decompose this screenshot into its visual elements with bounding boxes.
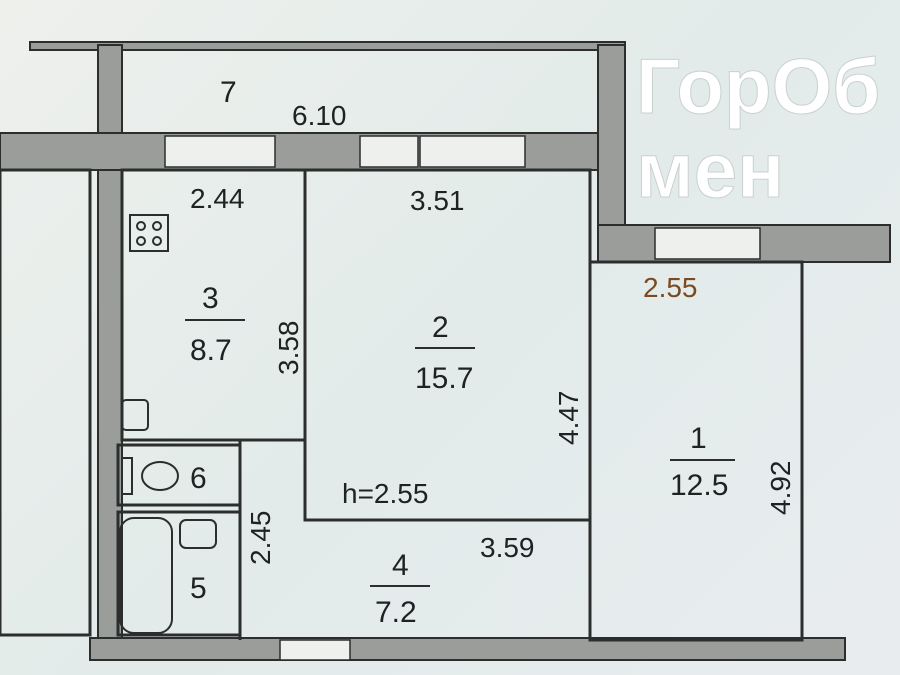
room-7-number: 7	[220, 76, 237, 109]
room-2-number: 2	[432, 311, 449, 344]
ceiling-height: h=2.55	[342, 478, 428, 509]
room-2-area: 15.7	[415, 362, 473, 395]
toilet-icon	[121, 457, 179, 495]
room-1-area: 12.5	[670, 469, 728, 502]
room2-width: 3.51	[410, 185, 465, 216]
room2-length: 4.47	[553, 391, 584, 446]
windows	[164, 135, 761, 661]
balcony-width: 6.10	[292, 100, 347, 131]
room-4-number: 4	[392, 549, 409, 582]
sink-icon	[121, 399, 217, 549]
kitchen-width: 2.44	[190, 183, 245, 214]
room1-length: 4.92	[765, 461, 796, 516]
kitchen-length: 3.58	[273, 321, 304, 376]
bathtub-icon	[119, 517, 173, 634]
room-1-number: 1	[690, 422, 707, 455]
hall-width: 3.59	[480, 532, 535, 563]
hall-length: 2.45	[245, 511, 276, 566]
stove-icon	[129, 214, 169, 252]
watermark: ГорОбмен	[636, 42, 881, 214]
room-3-area: 8.7	[190, 334, 232, 367]
room1-width: 2.55	[643, 272, 698, 303]
room-6-number: 6	[190, 462, 207, 495]
room-3-number: 3	[202, 282, 219, 315]
room-5-number: 5	[190, 572, 207, 605]
room-4-area: 7.2	[375, 596, 417, 629]
